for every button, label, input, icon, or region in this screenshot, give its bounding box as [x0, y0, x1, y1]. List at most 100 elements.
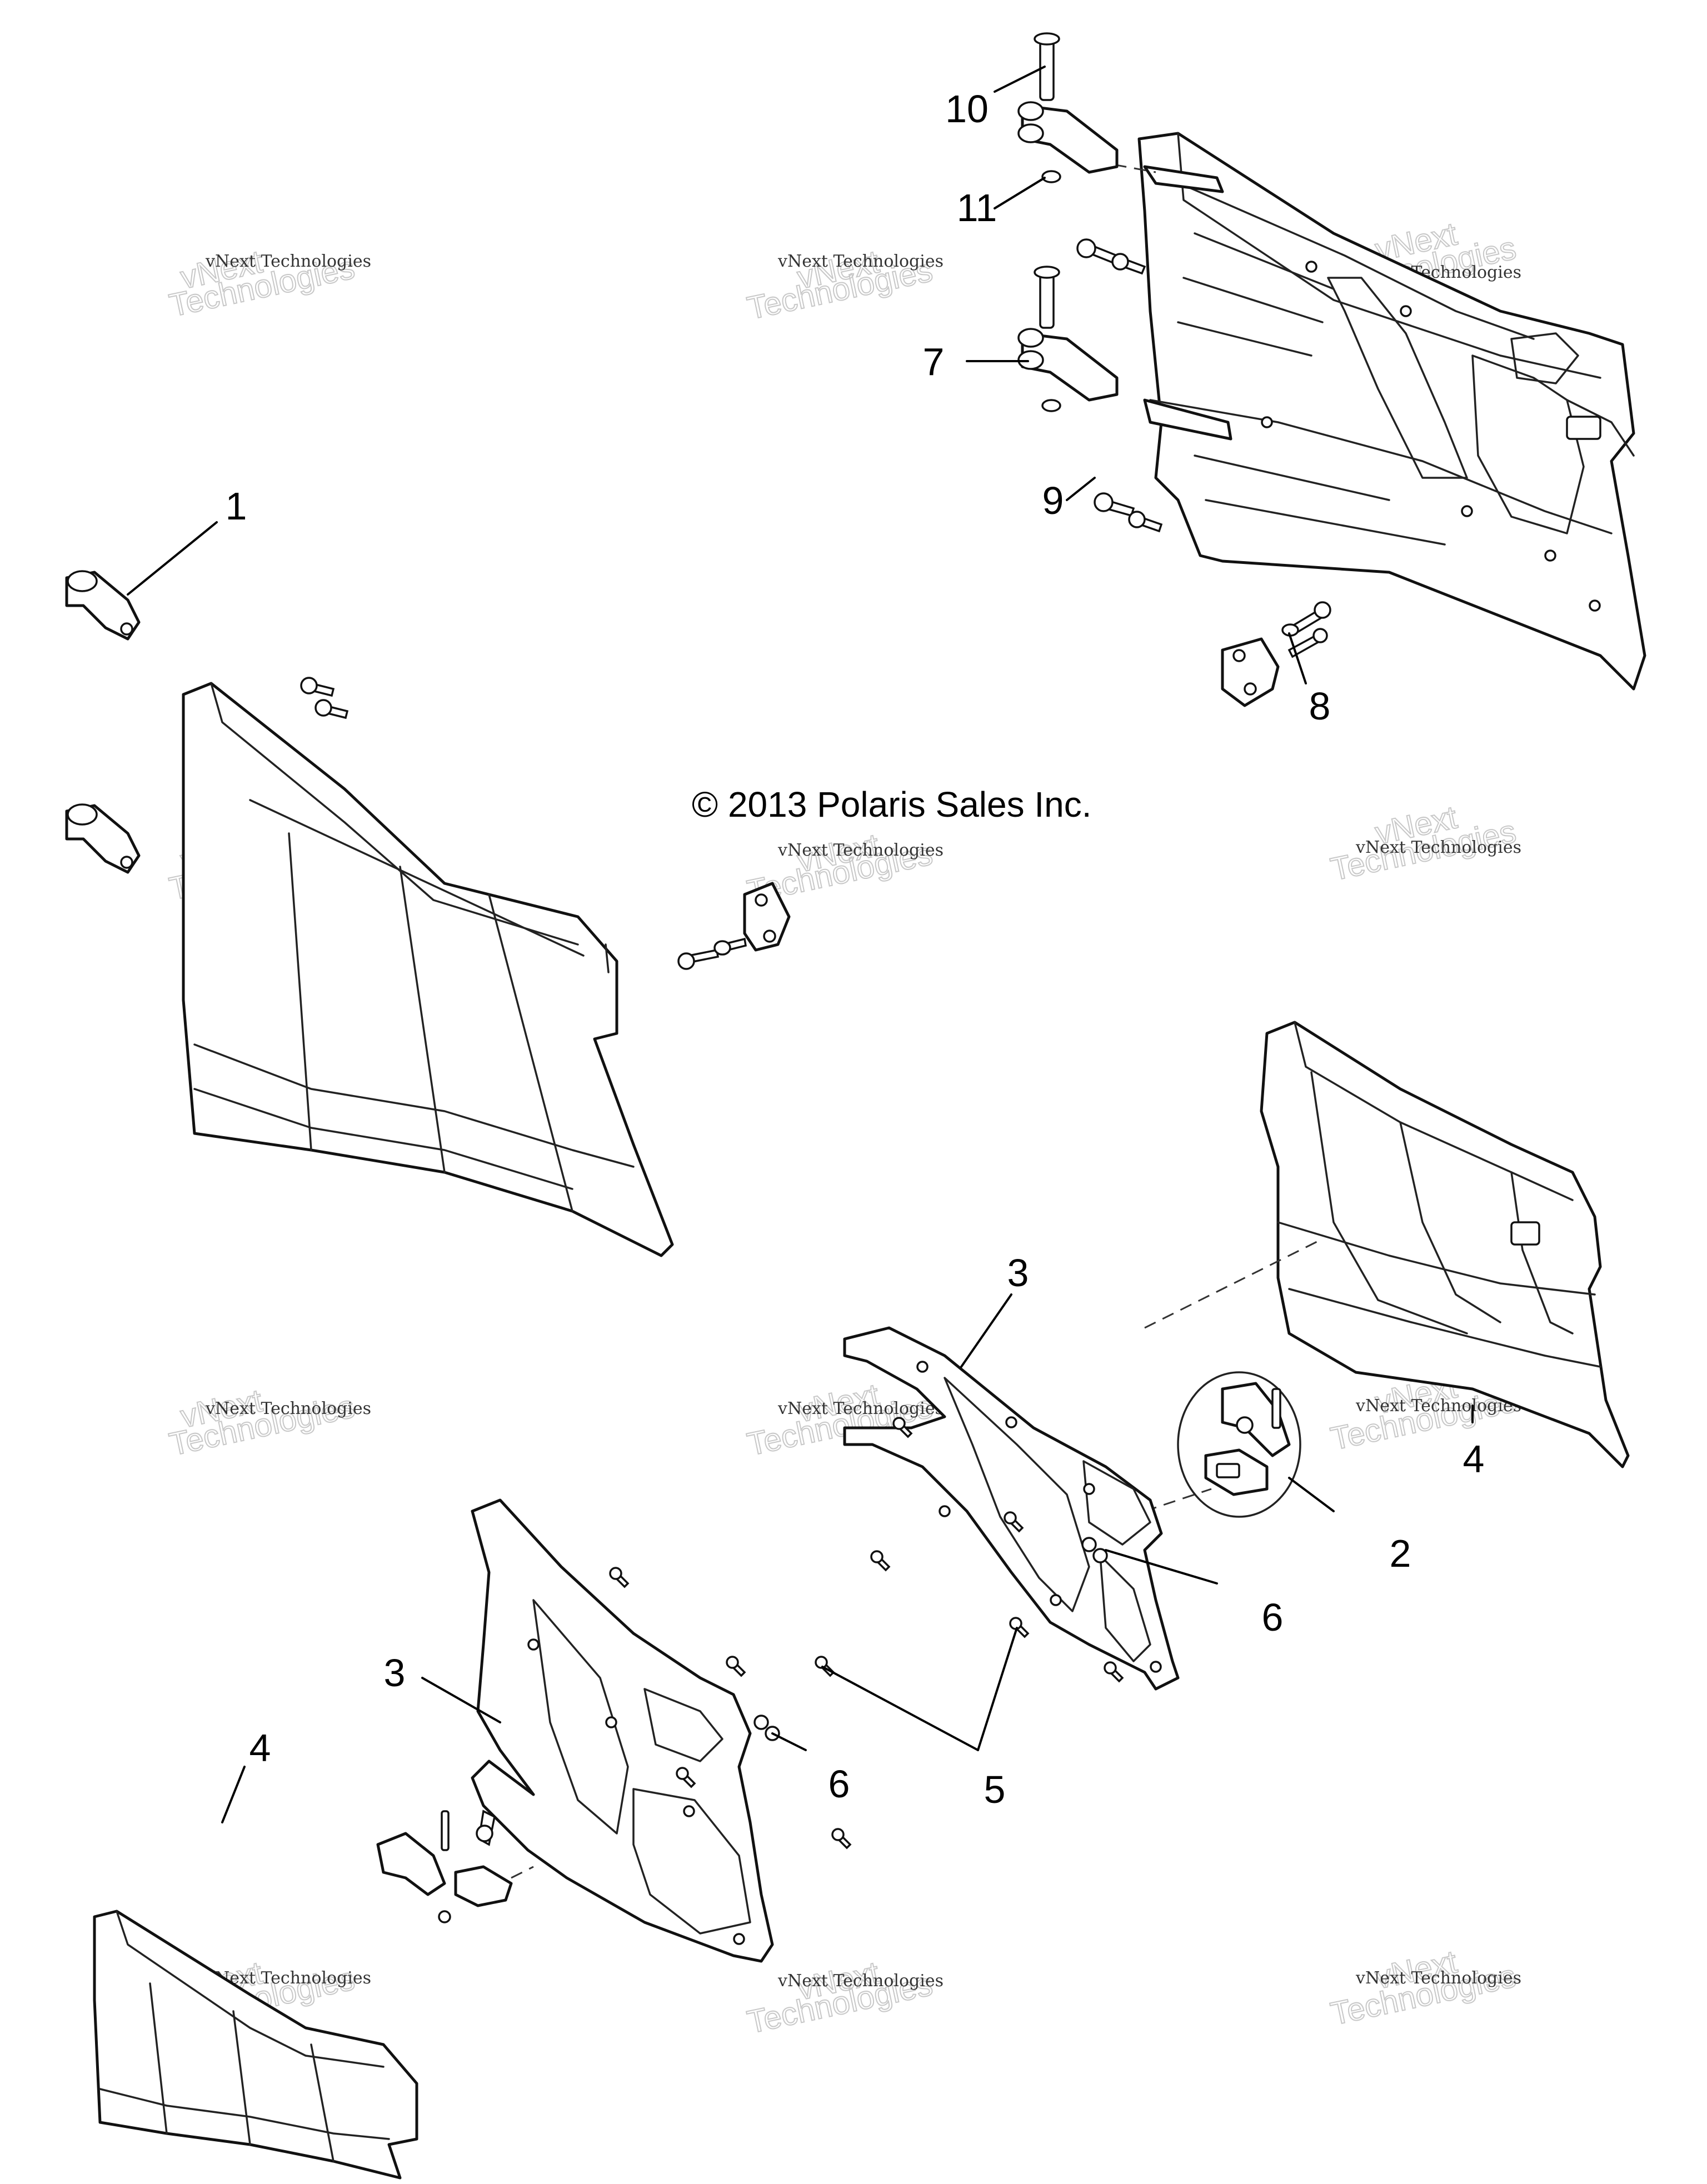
door-inner-panel-right [1260, 1021, 1630, 1468]
screws-above-panel [300, 677, 349, 719]
latch-kit-circle [1177, 1371, 1301, 1518]
screw-head-icon [831, 1828, 845, 1841]
hinge-e-clip-upper [1041, 170, 1061, 183]
door-bolt-hole [1461, 505, 1473, 517]
door-latch-edge [1566, 399, 1635, 457]
hinge-pin-head-lower [1034, 266, 1060, 279]
washer-icon [713, 940, 731, 956]
hinge-bushing-top [1017, 328, 1044, 348]
screw-head-icon [1009, 1617, 1022, 1630]
leader-2 [1288, 1477, 1335, 1512]
screw-head-icon [1104, 1661, 1117, 1675]
door-hinge-knuckle-upper [65, 570, 141, 641]
outer-panel-outline [182, 682, 674, 1257]
striker-plate [1221, 637, 1280, 707]
latch-clip-lower [438, 1910, 451, 1923]
callout-7: 7 [923, 340, 945, 383]
leader-3-right [960, 1293, 1012, 1368]
outer-panel-sections [288, 832, 573, 1212]
watermark-company: vNext Technologies [1355, 1968, 1521, 1988]
leader-lines [127, 66, 1474, 1823]
hinge-lower-assembly [1017, 266, 1119, 412]
screw-head-icon [1092, 1548, 1108, 1563]
frame-hole [1150, 1661, 1162, 1673]
screw-head-icon [753, 1715, 769, 1730]
hinge-e-clip-lower [1041, 399, 1061, 412]
leader-8 [1288, 632, 1307, 684]
watermark-top-left: vNext Technologies vNext Technologies [166, 243, 371, 324]
leader-5-b [977, 1627, 1018, 1751]
screw-head-icon [609, 1567, 622, 1580]
door-bolt-hole [1544, 549, 1556, 562]
leader-11 [994, 177, 1046, 209]
hinge-knuckle-hole [120, 856, 133, 869]
outer-panel-lower-sections [149, 1982, 335, 2162]
bolt-head-icon [1314, 601, 1331, 619]
frame-hole [527, 1638, 540, 1651]
watermark-company: vNext Technologies [1355, 838, 1521, 857]
screws-5-group [609, 1417, 1124, 1850]
door-bolt-hole [1261, 416, 1273, 428]
callout-8: 8 [1309, 684, 1331, 728]
striker-hole [763, 929, 776, 943]
frame-left-handle-opening [643, 1688, 723, 1762]
door-outer-panel-upper-left [182, 682, 674, 1257]
striker-hole [755, 893, 768, 907]
outer-panel-lower-crease [193, 1043, 635, 1168]
striker-hole [1244, 682, 1257, 696]
door-hinge-knuckle-lower [65, 803, 141, 874]
hinge-pin-head-upper [1034, 32, 1060, 46]
watermark-lower-left: vNext Technologies vNext Technologies [166, 1382, 371, 1463]
leader-3-left [421, 1677, 501, 1723]
screws-6-group [753, 1537, 1108, 1741]
latch-lower-left-assembly [376, 1810, 534, 1923]
latch-spring-lower [476, 1825, 493, 1842]
callout-9: 9 [1042, 479, 1064, 522]
leader-10 [994, 66, 1046, 93]
watermark-mid-right: vNext Technologies vNext Technologies [1327, 798, 1521, 888]
alignment-line-frame-panel [1144, 1238, 1323, 1329]
watermark-company: vNext Technologies [205, 1399, 371, 1418]
frame-right-opening-right [1099, 1555, 1151, 1662]
outer-panel-tab [605, 943, 610, 973]
frame-hole [1083, 1483, 1095, 1495]
frame-left-outline [471, 1498, 774, 1963]
screw-head-icon [1081, 1537, 1097, 1552]
latch-screw-lower [441, 1810, 450, 1851]
latch-kit-assembly [1177, 1371, 1301, 1518]
screw-head-icon [870, 1550, 884, 1563]
callout-labels: 10 11 7 9 8 1 3 2 4 6 6 3 4 5 [226, 87, 1485, 1811]
watermark-company: vNext Technologies [777, 1971, 944, 1991]
outer-panel-top-crease [210, 682, 579, 946]
frame-right-handle-opening [1082, 1460, 1151, 1546]
frame-left-opening-left [532, 1599, 629, 1835]
watermark-company: vNext Technologies [1355, 1396, 1521, 1416]
leader-1 [127, 521, 218, 596]
bolt-head-icon [1312, 628, 1328, 643]
screw-head-icon [676, 1767, 689, 1780]
screw-head-icon [1004, 1511, 1017, 1525]
latch-screw [1271, 1388, 1281, 1429]
bolt-head-icon [1094, 492, 1114, 512]
hinge-knuckle-hole [120, 622, 133, 636]
leader-6-right [1105, 1549, 1218, 1585]
door-assembly-top-right [1137, 132, 1646, 691]
frame-hole [683, 1805, 695, 1817]
frame-hole [1050, 1594, 1062, 1606]
callout-6-left: 6 [828, 1762, 850, 1806]
callout-5: 5 [984, 1768, 1006, 1811]
inner-panel-rib [1310, 1071, 1468, 1335]
callout-6-right: 6 [1262, 1596, 1284, 1639]
bolt-head-icon [1111, 253, 1129, 271]
hinge-slot-lower [1143, 398, 1232, 441]
latch-body-lower [454, 1865, 513, 1907]
hinge-upper-assembly [1017, 32, 1119, 183]
inner-panel-window [1399, 1121, 1501, 1323]
door-bolt-hole [1400, 305, 1412, 317]
outer-panel-bottom-crease [193, 1088, 573, 1190]
striker-plate-mid-assembly [677, 882, 791, 970]
latch-spring [1236, 1416, 1254, 1434]
hinge-knuckle-bore [67, 803, 98, 826]
inner-panel-latch-block [1510, 1221, 1540, 1246]
door-frame-rail-upper [1166, 177, 1535, 340]
